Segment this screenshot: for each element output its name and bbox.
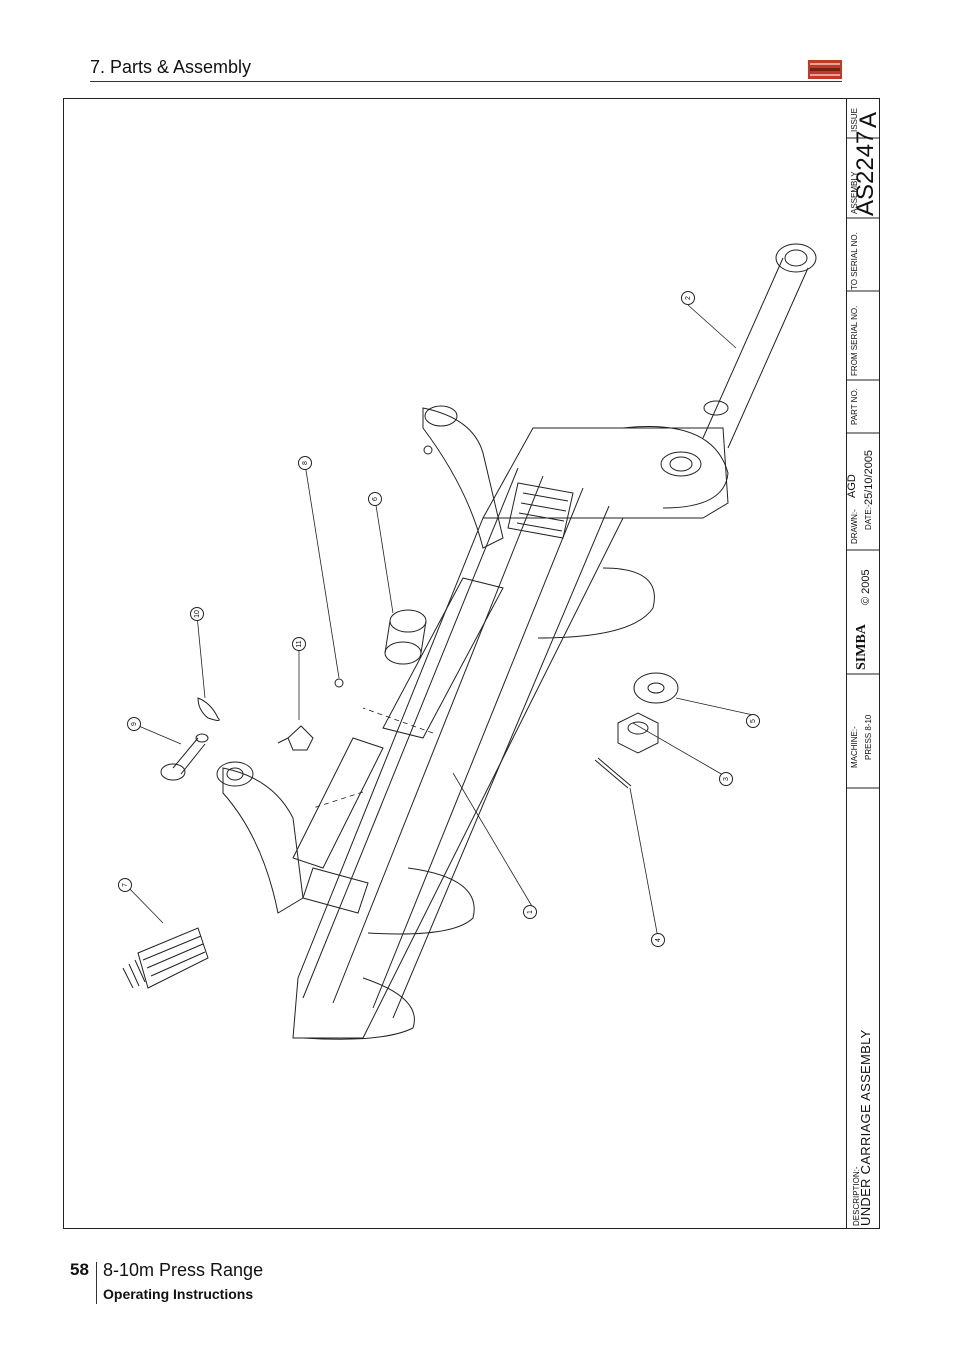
part-no-label: PART NO. (850, 388, 859, 425)
title-block-grid (846, 137, 880, 789)
machine-value: PRESS 8-10 (864, 714, 873, 760)
simba-logo-icon (808, 60, 842, 79)
balloon-1: 1 (523, 905, 537, 919)
copyright-text: © 2005 (860, 569, 872, 605)
product-title: 8-10m Press Range (103, 1260, 264, 1280)
section-title: 7. Parts & Assembly (90, 57, 252, 77)
document-type: Operating Instructions (103, 1286, 254, 1302)
date-label: DATE:- (864, 504, 873, 530)
assembly-number: AS2247 (852, 130, 879, 216)
footer-divider (96, 1262, 97, 1304)
exploded-assembly-drawing (122, 243, 817, 1040)
balloon-3: 3 (719, 772, 733, 786)
balloon-8: 8 (298, 456, 312, 470)
balloon-2: 2 (681, 291, 695, 305)
balloon-11: 11 (292, 637, 306, 651)
page-number: 58 (70, 1260, 89, 1279)
header-rule (90, 81, 842, 82)
balloon-7: 7 (118, 878, 132, 892)
date-value: 25/10/2005 (863, 449, 875, 505)
drawn-value: AGD (846, 474, 858, 498)
drawn-label: DRAWN:- (850, 509, 859, 544)
balloon-9: 9 (127, 717, 141, 731)
machine-label: MACHINE:- (850, 726, 859, 768)
balloon-6: 6 (368, 492, 382, 506)
title-block (846, 98, 880, 1229)
brand-mark: SIMBA (854, 624, 869, 670)
from-serial-label: FROM SERIAL NO. (850, 305, 859, 376)
issue-value: A (855, 111, 882, 128)
description-label: DESCRIPTION:- (852, 1166, 861, 1226)
balloon-5: 5 (746, 714, 760, 728)
drawing-frame (63, 98, 880, 1229)
balloon-10: 10 (190, 607, 204, 621)
to-serial-label: TO SERIAL NO. (850, 232, 859, 290)
balloon-4: 4 (651, 933, 665, 947)
